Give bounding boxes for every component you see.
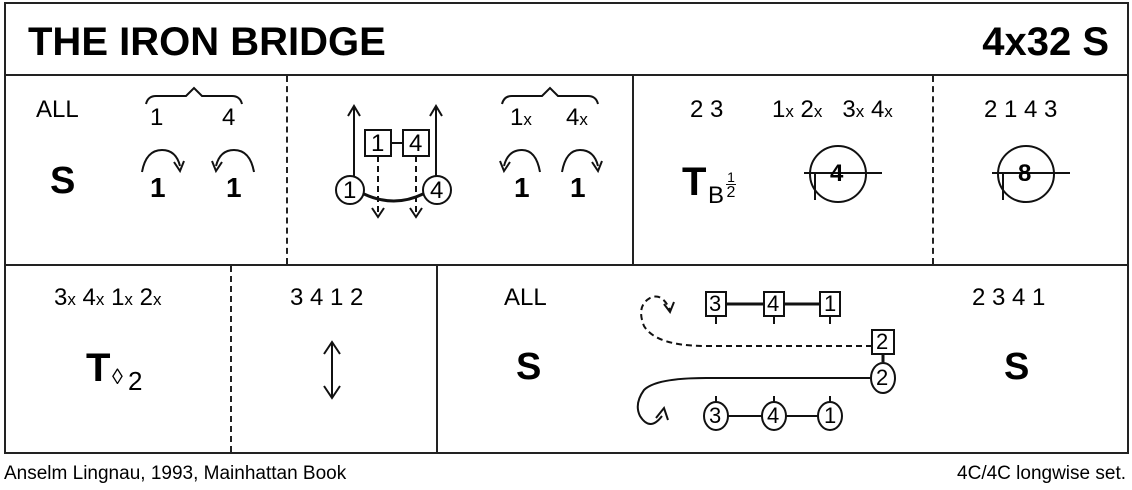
turn-anticlockwise-icon [211,148,255,174]
square-dancer-label: 3 [709,291,722,316]
figure-subscript: 2 [128,366,143,396]
dancer-label: 1 [150,104,164,131]
circle-repeat-icon [804,145,882,203]
title-box: THE IRON BRIDGE 4x32 S [4,2,1129,76]
divider-solid [632,76,634,264]
bars-label: S [50,160,76,202]
square-dancer-label: 1 [371,130,385,157]
circle-dancer-label: 3 [709,403,722,428]
order-label: 2 1 4 3 [984,96,1058,123]
circle-repeat-icon [992,145,1070,203]
divider-dashed [230,266,232,452]
set-description: 4C/4C longwise set. [957,463,1126,484]
pair-brace-icon [145,86,243,105]
square-dancer-label: 4 [409,130,423,157]
bars-count: 1 [226,172,242,203]
dancer-label: 4 [222,104,236,131]
figure-symbol: T [682,160,707,204]
pair-brace-icon [501,86,599,105]
bridge-diagram [335,104,452,219]
divider-solid [436,266,438,452]
figure-symbol: T [86,346,111,390]
divider-dashed [932,76,934,264]
who-label: 2 3 [690,96,724,123]
circle-dancer-label: 1 [824,403,837,428]
bars-count: 1 [150,172,166,203]
up-down-arrow-icon [323,340,341,400]
bars-count: 1 [514,172,530,203]
divider-dashed [286,76,288,264]
square-dancer-label: 2 [876,329,889,354]
circle-dancer-label: 4 [430,177,444,204]
dancer-label: 1x [510,104,532,131]
bars-label: S [516,346,542,388]
who-label: ALL [504,284,547,311]
who-label: ALL [36,96,79,123]
circle-dancer-label: 1 [343,177,357,204]
turn-clockwise-icon [141,148,185,174]
dancer-label: 4x [566,104,588,131]
bars-label: S [1004,346,1030,388]
square-dancer-label: 4 [767,291,780,316]
square-dancer-label: 1 [824,291,837,316]
dance-title: THE IRON BRIDGE [28,20,386,64]
turn-clockwise-icon [561,148,603,174]
who-label: 3x 4x 1x 2x [54,284,162,311]
figure-subscript: B [708,182,725,209]
fraction-half: 1 2 [726,169,736,201]
who-label: 1x 2x 3x 4x [772,96,893,123]
bar-row-1: ALL 1 4 S 1 1 [4,74,1129,266]
figure-diagram [636,291,896,431]
circle-dancer-label: 4 [767,403,780,428]
order-label: 2 3 4 1 [972,284,1046,311]
bars-count: 4 [830,160,844,187]
order-label: 3 4 1 2 [290,284,364,311]
credit-text: Anselm Lingnau, 1993, Mainhattan Book [4,463,347,484]
circle-dancer-label: 2 [876,365,889,390]
bars-count: 8 [1018,160,1032,187]
bars-count: 1 [570,172,586,203]
formation-label: 4x32 S [982,20,1109,64]
bar-row-2: 3x 4x 1x 2x T ◊ 2 3 4 1 2 ALL S [4,264,1129,454]
turn-anticlockwise-icon [499,148,541,174]
diamond-icon: ◊ [112,364,123,389]
